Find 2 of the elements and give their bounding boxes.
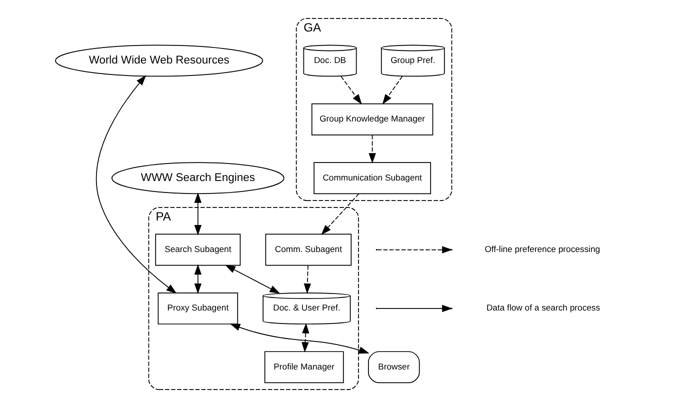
legend-label: Data flow of a search process [486, 302, 600, 313]
legend-label: Off-line preference processing [484, 244, 600, 254]
